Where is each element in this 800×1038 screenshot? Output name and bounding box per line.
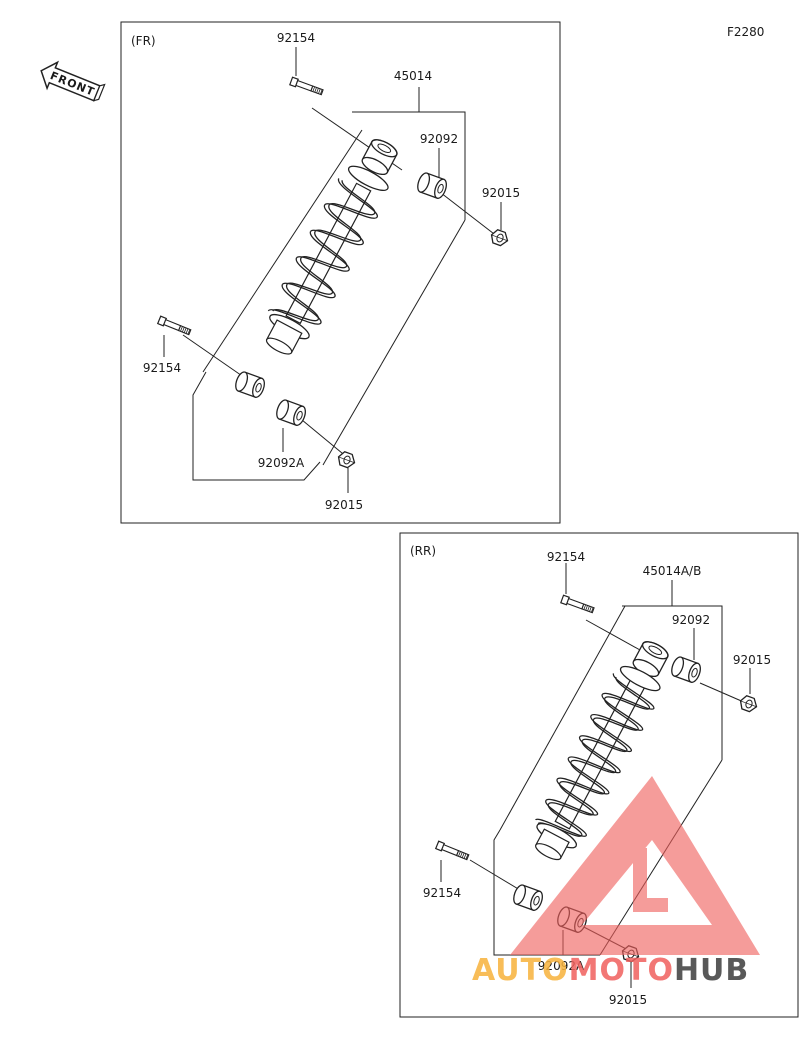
rear-label-nut-bottom: 92015 xyxy=(609,993,647,1007)
watermark-part-hub: HUB xyxy=(674,953,749,988)
front-collar-bottom xyxy=(232,369,268,400)
rear-panel: (RR) xyxy=(399,532,799,1018)
front-bolt-top xyxy=(289,76,325,97)
rear-label-bushing-top: 92092 xyxy=(672,613,710,627)
front-label-nut-bottom: 92015 xyxy=(325,498,363,512)
watermark-text: AUTOMOTOHUB xyxy=(472,953,749,988)
front-shock-absorber xyxy=(265,135,401,355)
watermark-part-moto: MOTO xyxy=(569,953,674,988)
rear-nut-top xyxy=(737,693,760,714)
diagram-code: F2280 xyxy=(727,25,764,39)
watermark-triangle-icon xyxy=(510,776,760,955)
rear-label-assembly: 45014A/B xyxy=(643,564,702,578)
front-nut-top xyxy=(488,227,511,248)
front-label-bushing-top: 92092 xyxy=(420,132,458,146)
front-panel-tag: (FR) xyxy=(131,34,156,48)
front-arrow-label: FRONT xyxy=(48,69,96,99)
rear-bolt-bottom xyxy=(435,840,470,862)
rear-assembly-bracket xyxy=(622,605,723,760)
front-label-nut-top: 92015 xyxy=(482,186,520,200)
watermark-part-auto: AUTO xyxy=(472,953,569,988)
front-panel: (FR) xyxy=(120,21,561,524)
front-panel-frame xyxy=(120,21,561,524)
front-bushing-bottom xyxy=(273,397,309,428)
front-assembly-bracket xyxy=(352,111,466,220)
rear-bolt-top xyxy=(560,594,596,615)
rear-bushing-top xyxy=(668,654,704,685)
front-arrow-icon: FRONT xyxy=(40,60,106,102)
rear-label-nut-top: 92015 xyxy=(733,653,771,667)
rear-label-bolt-bottom: 92154 xyxy=(423,886,461,900)
rear-panel-tag: (RR) xyxy=(410,544,436,558)
front-label-assembly: 45014 xyxy=(394,69,432,83)
rear-panel-frame xyxy=(399,532,799,1018)
front-nut-bottom xyxy=(335,449,358,470)
rear-label-bolt-top: 92154 xyxy=(547,550,585,564)
rear-label-bushing-bottom: 92092A xyxy=(538,959,585,973)
rear-shock-absorber xyxy=(534,637,672,861)
front-label-bushing-bottom: 92092A xyxy=(258,456,305,470)
front-label-bolt-top: 92154 xyxy=(277,31,315,45)
front-bolt-bottom xyxy=(157,315,192,337)
watermark-logo xyxy=(510,776,760,955)
front-label-bolt-bottom: 92154 xyxy=(143,361,181,375)
